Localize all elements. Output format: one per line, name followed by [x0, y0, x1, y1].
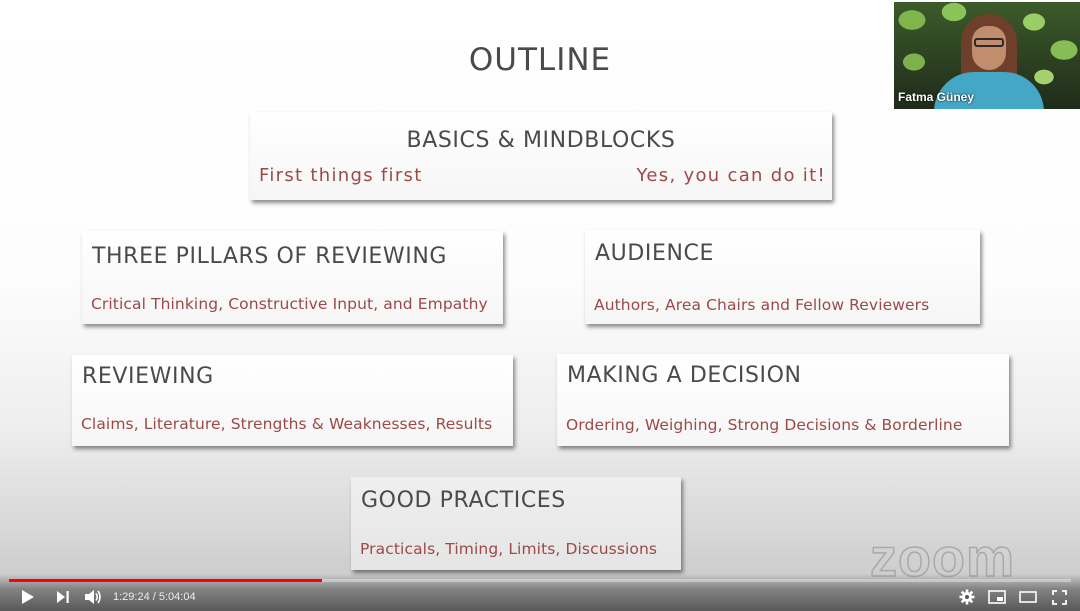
card-heading: REVIEWING — [82, 364, 214, 389]
fullscreen-button[interactable] — [1049, 588, 1069, 606]
participant-glasses — [974, 38, 1004, 47]
progress-bar[interactable] — [9, 579, 1071, 582]
volume-button[interactable] — [83, 588, 103, 606]
next-icon — [57, 591, 69, 603]
outline-card-audience: AUDIENCE Authors, Area Chairs and Fellow… — [585, 230, 980, 324]
outline-card-practices: GOOD PRACTICES Practicals, Timing, Limit… — [351, 477, 681, 570]
participant-body — [934, 72, 1044, 109]
card-subtitle: Authors, Area Chairs and Fellow Reviewer… — [594, 296, 930, 314]
play-button[interactable] — [18, 588, 38, 606]
card-heading: AUDIENCE — [595, 241, 715, 266]
video-player-controls: 1:29:24 / 5:04:04 — [0, 574, 1080, 611]
volume-icon — [85, 590, 101, 604]
participant-name: Fatma Güney — [898, 90, 975, 104]
outline-card-decision: MAKING A DECISION Ordering, Weighing, St… — [557, 354, 1009, 446]
participant-face — [972, 26, 1006, 70]
card-subtitle: Critical Thinking, Constructive Input, a… — [91, 295, 488, 313]
slide-title: OUTLINE — [468, 42, 612, 78]
outline-card-reviewing: REVIEWING Claims, Literature, Strengths … — [72, 355, 513, 446]
card-heading: GOOD PRACTICES — [361, 488, 566, 513]
theater-mode-button[interactable] — [1018, 588, 1038, 606]
card-heading: BASICS & MINDBLOCKS — [406, 128, 676, 153]
card-subtitle-left: First things first — [259, 165, 423, 186]
miniplayer-icon — [988, 590, 1006, 604]
outline-card-pillars: THREE PILLARS OF REVIEWING Critical Thin… — [82, 231, 503, 324]
next-button[interactable] — [53, 588, 73, 606]
card-heading: THREE PILLARS OF REVIEWING — [92, 244, 448, 269]
play-icon — [22, 590, 34, 604]
outline-card-basics: BASICS & MINDBLOCKS First things first Y… — [250, 112, 832, 200]
card-subtitle: Claims, Literature, Strengths & Weakness… — [81, 415, 493, 433]
webcam-thumbnail: Fatma Güney — [894, 2, 1080, 109]
card-subtitle-right: Yes, you can do it! — [636, 165, 826, 186]
theater-icon — [1019, 591, 1037, 603]
card-heading: MAKING A DECISION — [567, 363, 802, 388]
time-display: 1:29:24 / 5:04:04 — [113, 591, 196, 603]
fullscreen-icon — [1051, 589, 1067, 605]
card-subtitle: Practicals, Timing, Limits, Discussions — [360, 540, 658, 558]
settings-button[interactable] — [957, 588, 977, 606]
miniplayer-button[interactable] — [987, 588, 1007, 606]
card-subtitle: Ordering, Weighing, Strong Decisions & B… — [566, 416, 963, 434]
progress-bar-played — [9, 579, 323, 582]
gear-icon — [959, 589, 975, 605]
